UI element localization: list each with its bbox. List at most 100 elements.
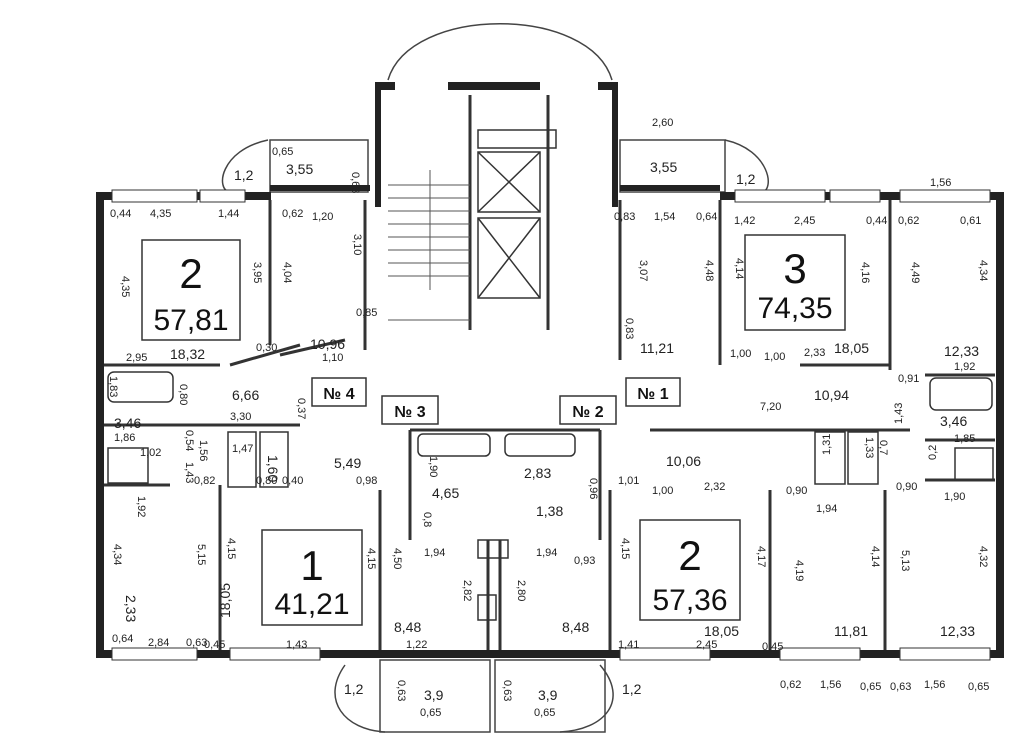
dim: 0,91 — [898, 373, 919, 385]
door-label-4: № 4 — [323, 386, 354, 403]
dim: 0,63 — [890, 681, 911, 693]
door-labels: № 4 № 3 № 2 № 1 — [311, 377, 681, 425]
dim: 0,44 — [110, 208, 131, 220]
dim: 4,50 — [391, 548, 403, 569]
dimension-labels: 0,65 0,63 3,55 1,2 2,60 3,55 1,2 1,56 0,… — [107, 117, 989, 719]
apartment-number: 2 — [678, 532, 701, 579]
dim: 0,80 — [256, 475, 277, 487]
dim: 1,2 — [622, 681, 642, 697]
dim: 4,16 — [859, 262, 871, 283]
dim: 3,10 — [351, 234, 363, 255]
dim: 4,14 — [733, 258, 745, 279]
dim: 3,9 — [538, 687, 558, 703]
dim: 2,33 — [804, 347, 825, 359]
dim: 0,37 — [295, 398, 307, 419]
dim: 4,49 — [909, 262, 921, 283]
dim: 0,65 — [968, 681, 989, 693]
dim: 12,33 — [944, 343, 979, 359]
dim: 1,83 — [107, 376, 119, 397]
dim: 1,60 — [265, 455, 281, 482]
dim: 18,32 — [170, 346, 205, 362]
dim: 1,92 — [954, 361, 975, 373]
dim: 2,60 — [652, 117, 673, 129]
dim: 4,34 — [111, 544, 123, 565]
dim: 1,20 — [312, 211, 333, 223]
dim: 1,56 — [930, 177, 951, 189]
apartment-number: 1 — [300, 542, 323, 589]
dim: 10,06 — [666, 453, 701, 469]
dim: 4,48 — [703, 260, 715, 281]
dim: 1,90 — [944, 491, 965, 503]
dim: 3,55 — [286, 161, 313, 177]
dim: 1,85 — [954, 433, 975, 445]
apartment-1[interactable]: 1 41,21 — [261, 529, 363, 626]
dim: 12,33 — [940, 623, 975, 639]
dim: 0,83 — [623, 318, 635, 339]
dim: 1,01 — [618, 475, 639, 487]
apartment-area: 57,81 — [153, 304, 228, 337]
dim: 0,82 — [194, 475, 215, 487]
dim: 0,65 — [272, 146, 293, 158]
stairs — [388, 170, 470, 321]
dim: 4,17 — [755, 546, 767, 567]
dim: 1,94 — [536, 547, 557, 559]
outer-walls — [96, 82, 1004, 658]
apartment-3[interactable]: 3 74,35 — [744, 234, 846, 331]
apartment-2-left[interactable]: 2 57,81 — [141, 239, 241, 341]
dim: 4,15 — [225, 538, 237, 559]
dim: 0,93 — [574, 555, 595, 567]
dim: 18,05 — [217, 583, 233, 618]
balcony-bottom-right — [559, 664, 614, 733]
dim: 8,48 — [394, 619, 421, 635]
door-label-2: № 2 — [572, 404, 603, 421]
dim: 18,05 — [834, 340, 869, 356]
dim: 0,90 — [896, 481, 917, 493]
dim: 0,44 — [866, 215, 887, 227]
door-label-1: № 1 — [637, 386, 668, 403]
dim: 1,56 — [924, 679, 945, 691]
dim: 1,43 — [286, 639, 307, 651]
dim: 1,22 — [406, 639, 427, 651]
dim: 0,64 — [112, 633, 133, 645]
apartment-number: 2 — [179, 250, 202, 297]
dim: 0,8 — [421, 512, 433, 527]
dim: 1,42 — [734, 215, 755, 227]
apartment-labels: 2 57,81 3 74,35 1 41,21 2 57,36 — [141, 234, 846, 626]
dim: 0,30 — [256, 342, 277, 354]
dim: 0,62 — [282, 208, 303, 220]
dim: 4,14 — [869, 546, 881, 567]
dim: 0,2 — [927, 445, 939, 460]
dim: 0,62 — [898, 215, 919, 227]
dim: 0,63 — [186, 637, 207, 649]
dim: 1,56 — [197, 440, 209, 461]
dim: 18,05 — [704, 623, 739, 639]
dim: 0,63 — [349, 172, 361, 193]
dim: 0,7 — [877, 440, 889, 455]
dim: 4,19 — [793, 560, 805, 581]
dim: 1,33 — [863, 437, 875, 458]
dim: 2,84 — [148, 637, 169, 649]
dim: 1,00 — [764, 351, 785, 363]
apartment-2-right[interactable]: 2 57,36 — [639, 519, 741, 621]
fixtures — [107, 371, 994, 621]
dim: 10,94 — [814, 387, 849, 403]
apartment-area: 41,21 — [274, 588, 349, 621]
dim: 0,96 — [587, 478, 599, 499]
dim: 2,33 — [123, 595, 139, 622]
dim: 0,65 — [534, 707, 555, 719]
dim: 1,43 — [893, 403, 905, 424]
dim: 1,10 — [322, 352, 343, 364]
dim: 3,95 — [251, 262, 263, 283]
dim: 3,9 — [424, 687, 444, 703]
dim: 0,45 — [204, 639, 225, 651]
dim: 0,54 — [183, 430, 195, 451]
dim: 0,63 — [501, 680, 513, 701]
dim: 1,92 — [135, 496, 147, 517]
dim: 2,95 — [126, 352, 147, 364]
dim: 2,83 — [524, 465, 551, 481]
dim: 0,62 — [780, 679, 801, 691]
dim: 0,98 — [356, 475, 377, 487]
dim: 5,15 — [195, 544, 207, 565]
dim: 3,46 — [114, 415, 141, 431]
apartment-number: 3 — [783, 245, 806, 292]
